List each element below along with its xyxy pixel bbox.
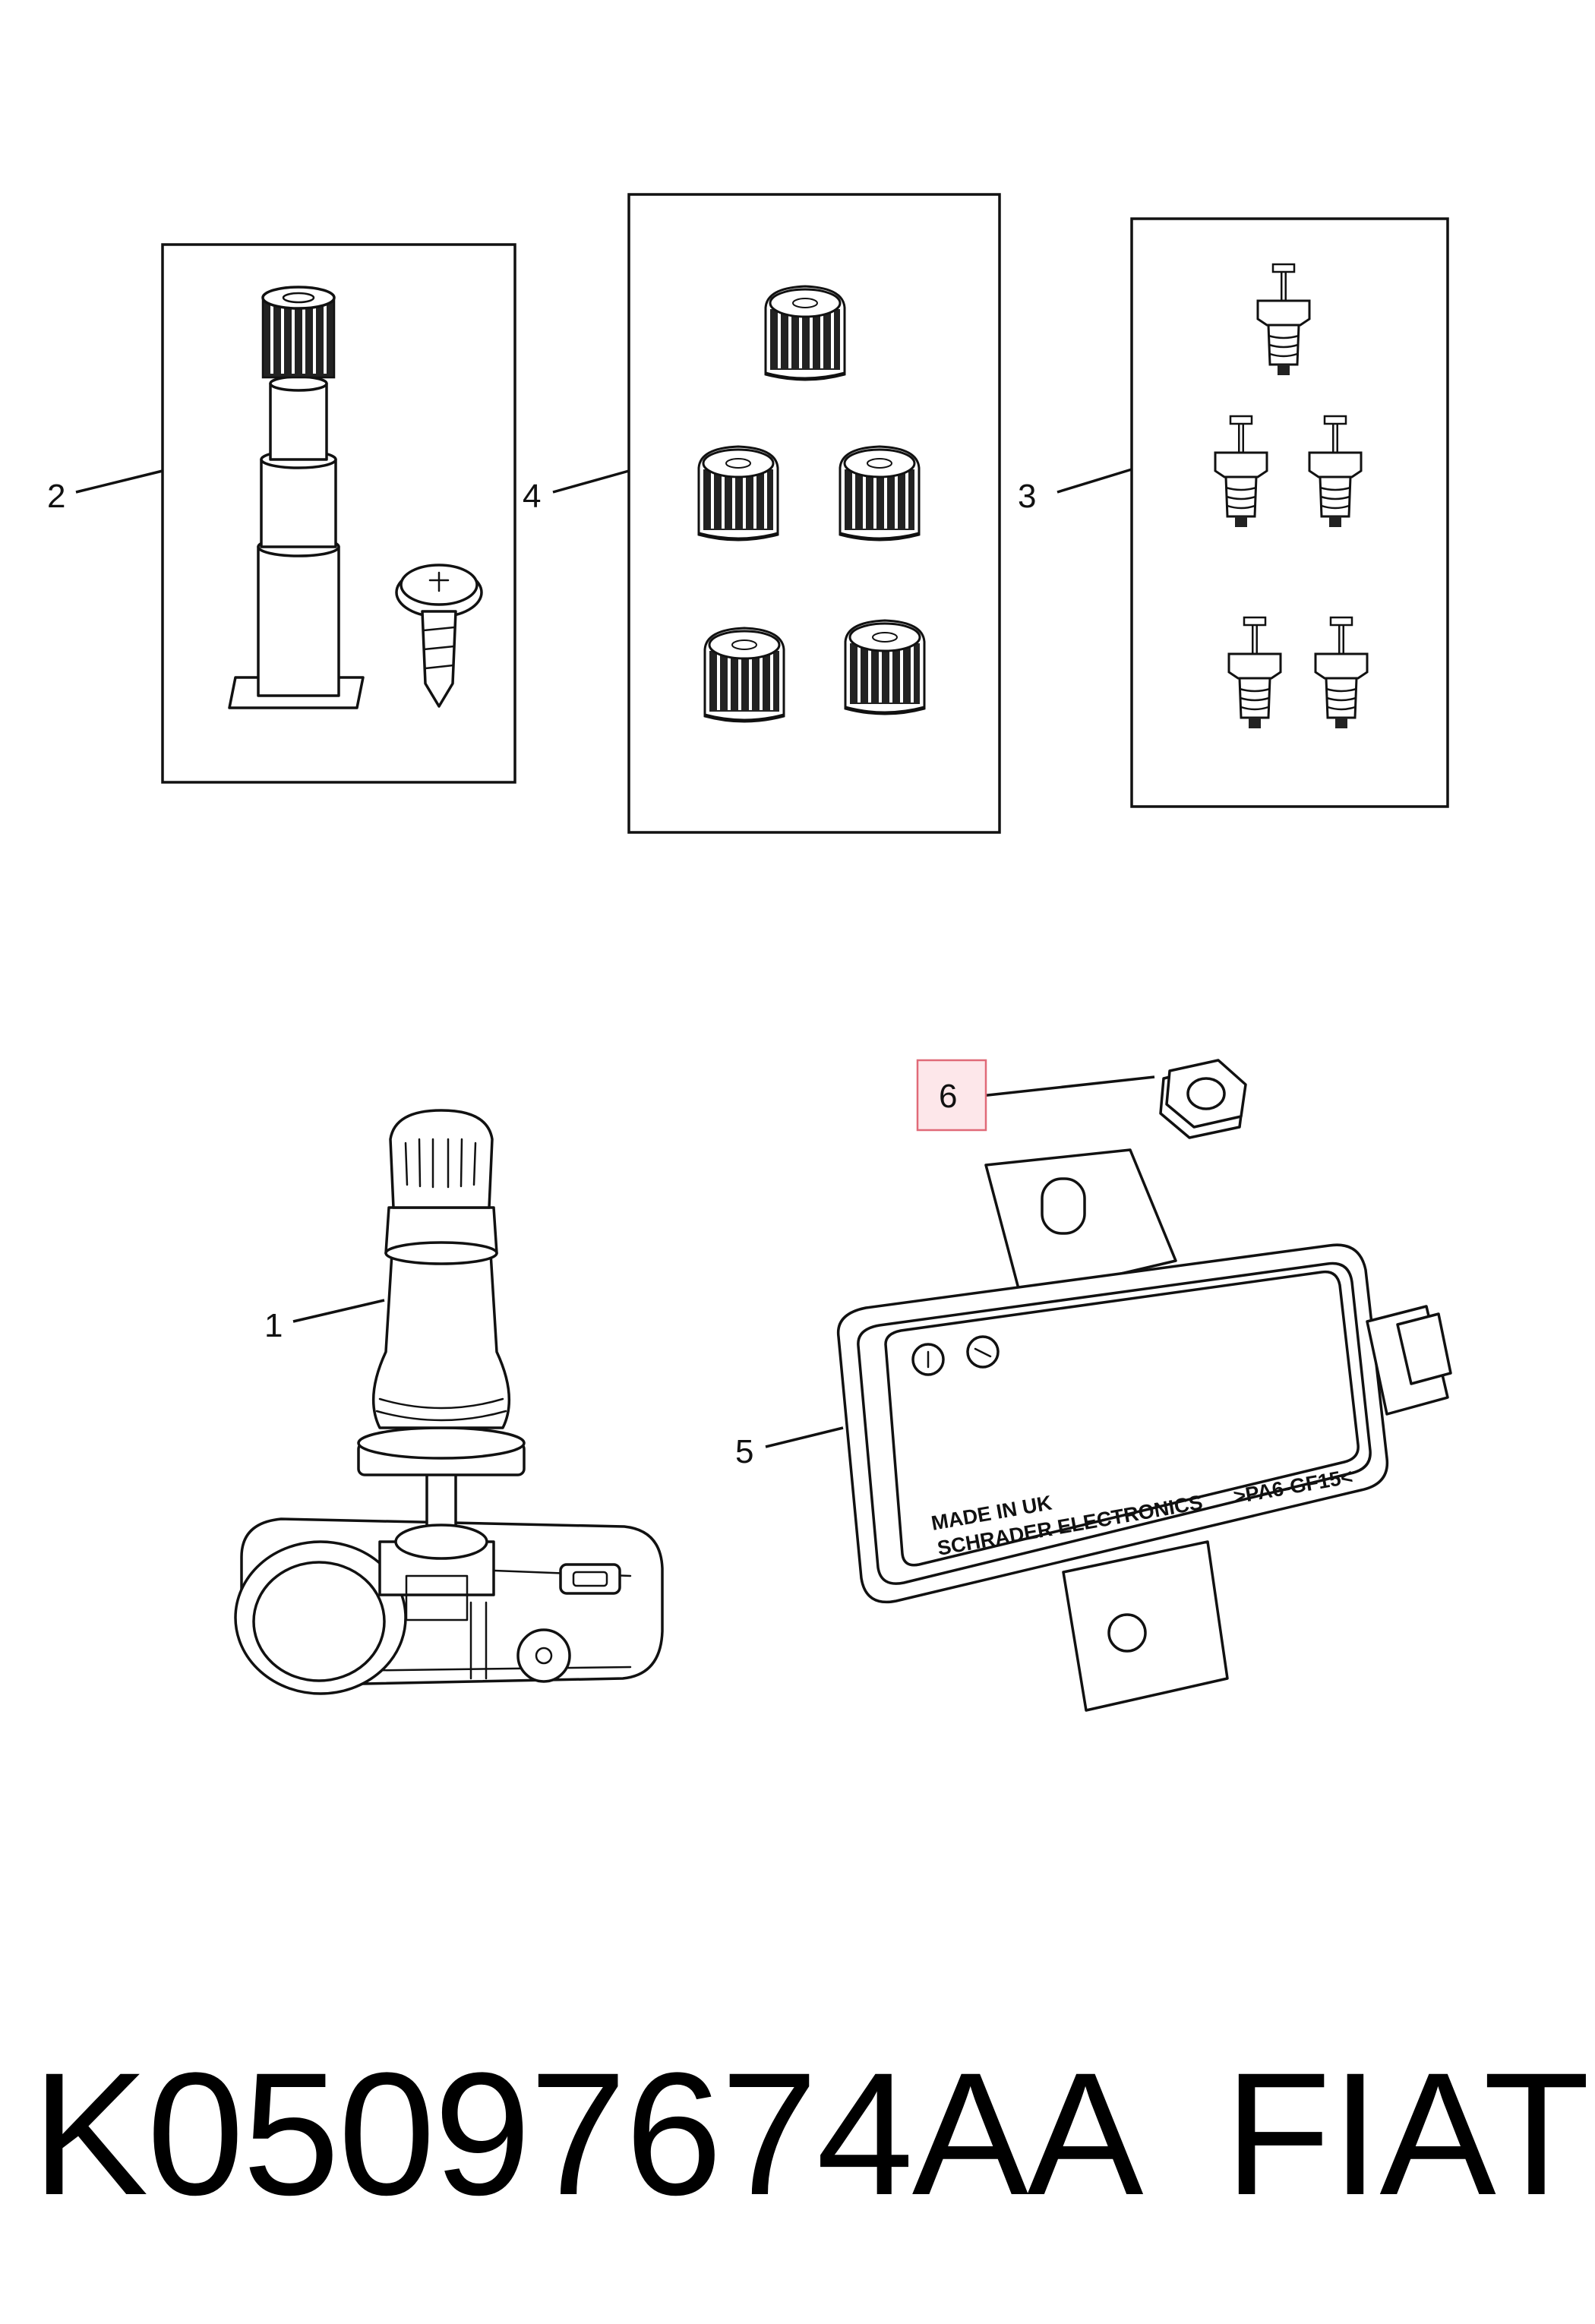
valve-cap-icon <box>697 285 926 723</box>
nut-icon <box>973 1059 1247 1139</box>
callout-1: 1 <box>264 1307 283 1344</box>
valve-stem-icon <box>228 286 365 709</box>
callout-3: 3 <box>1018 478 1036 515</box>
screw-icon <box>395 564 483 708</box>
kit-box-valve-cores: 3 <box>1018 217 1449 808</box>
callout-2: 2 <box>47 478 65 515</box>
tpms-module-icon: MADE IN UK SCHRADER ELECTRONICS >PA6-GF1… <box>735 1148 1452 1712</box>
callout-6-highlight: 6 <box>916 1059 987 1132</box>
part-number: K05097674AA <box>32 2036 1144 2231</box>
kit-box-valve-stem: 2 <box>47 243 516 784</box>
callout-6: 6 <box>939 1078 957 1115</box>
valve-core-icon <box>1215 264 1367 728</box>
callout-5: 5 <box>735 1433 753 1470</box>
brand-name: FIAT <box>1224 2036 1590 2231</box>
kit-box-valve-caps: 4 <box>523 193 1001 834</box>
footer: K05097674AA FIAT <box>0 2043 1595 2225</box>
callout-4: 4 <box>523 478 541 515</box>
tpms-sensor-icon: 1 <box>234 1109 664 1695</box>
